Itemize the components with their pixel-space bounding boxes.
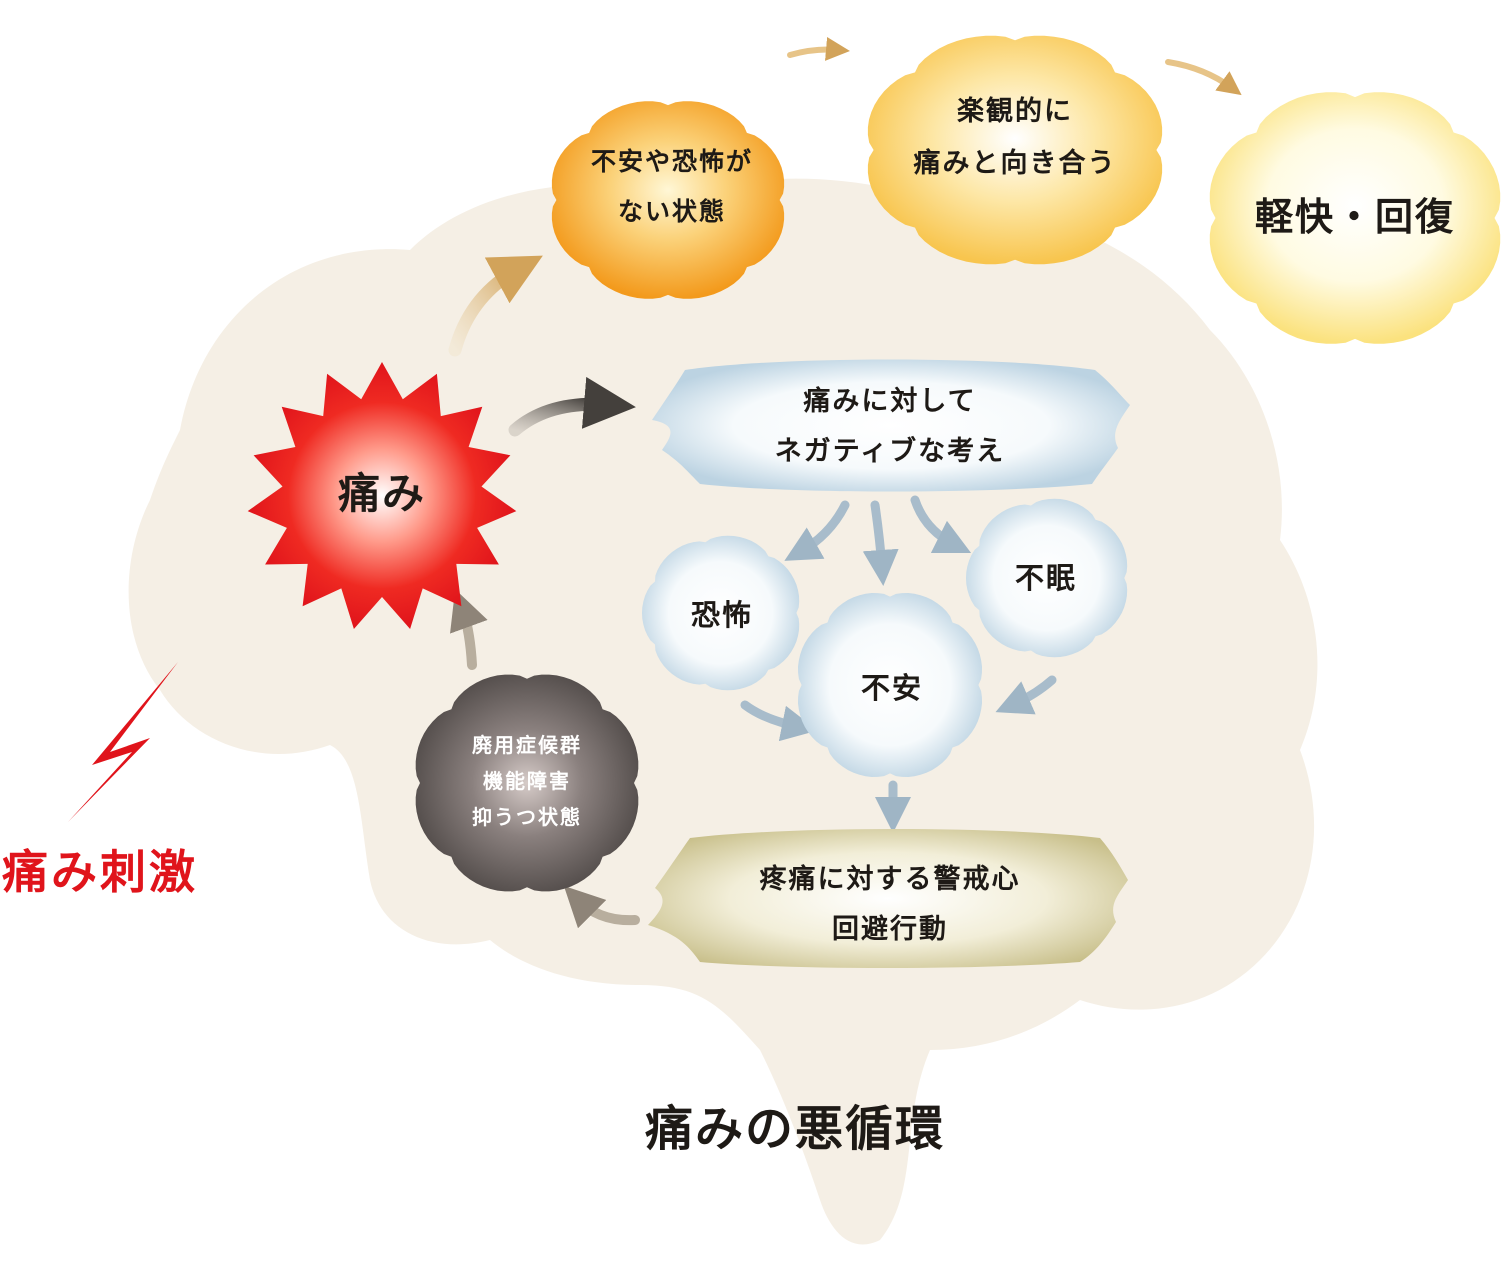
recovery-label: 軽快・回復 [1255, 195, 1455, 239]
diagram-title: 痛みの悪循環 [645, 1101, 945, 1157]
recovery-cloud [1209, 92, 1501, 344]
anxiety-node: 不安 [798, 593, 982, 777]
no-anxiety-line-2: ない状態 [618, 197, 726, 226]
insomnia-label: 不眠 [1015, 561, 1077, 595]
negative-thoughts-node: 痛みに対して ネガティブな考え [652, 359, 1130, 492]
disuse-line-2: 機能障害 [483, 769, 571, 793]
optimistic-node: 楽観的に 痛みと向き合う [867, 35, 1163, 265]
arrow-pain-to-no-anxiety [448, 255, 543, 357]
arrow-negative-to-anxiety [862, 500, 899, 586]
optimistic-cloud [867, 35, 1163, 265]
negative-thoughts-line-2: ネガティブな考え [775, 435, 1005, 467]
vigilance-line-2: 回避行動 [832, 913, 948, 945]
disuse-node: 廃用症候群 機能障害 抑うつ状態 [415, 674, 639, 892]
disuse-cloud [415, 674, 639, 892]
vigilance-node: 疼痛に対する警戒心 回避行動 [648, 829, 1128, 968]
arrow-negative-to-insomnia [910, 495, 972, 554]
vigilance-line-1: 疼痛に対する警戒心 [760, 863, 1021, 895]
arrow-fear-to-anxiety [740, 700, 818, 742]
arrow-pain-to-negative [508, 376, 636, 437]
no-anxiety-line-1: 不安や恐怖が [591, 147, 753, 176]
fear-node: 恐怖 [642, 535, 800, 691]
anxiety-label: 不安 [861, 671, 923, 705]
pain-node: 痛み [247, 362, 517, 629]
disuse-line-3: 抑うつ状態 [472, 805, 582, 829]
disuse-line-1: 廃用症候群 [472, 733, 582, 757]
arrow-negative-to-fear [784, 500, 850, 561]
insomnia-node: 不眠 [966, 498, 1128, 658]
fear-label: 恐怖 [691, 598, 753, 632]
optimistic-line-2: 痛みと向き合う [914, 147, 1117, 179]
insomnia-cloud [966, 498, 1128, 658]
arrow-vigilance-to-disuse [563, 885, 640, 929]
pain-label: 痛み [338, 469, 426, 518]
anxiety-cloud [798, 593, 982, 777]
arrow-disuse-to-pain [450, 589, 488, 670]
no-anxiety-cloud [551, 101, 785, 299]
fear-cloud [642, 535, 800, 691]
negative-thoughts-box [652, 359, 1130, 492]
arrow-no-anxiety-to-optimistic [787, 37, 850, 61]
vigilance-box [648, 829, 1128, 968]
arrow-optimistic-to-recovery [1165, 59, 1242, 96]
optimistic-line-1: 楽観的に [957, 95, 1073, 127]
pain-starburst [247, 362, 517, 629]
negative-thoughts-line-1: 痛みに対して [803, 385, 976, 417]
arrow-insomnia-to-anxiety [995, 675, 1057, 715]
recovery-node: 軽快・回復 [1209, 92, 1501, 344]
no-anxiety-node: 不安や恐怖が ない状態 [551, 101, 785, 299]
arrows [448, 37, 1242, 929]
brain-silhouette [128, 178, 1318, 1245]
stimulus-label: 痛み刺激 [2, 845, 198, 899]
